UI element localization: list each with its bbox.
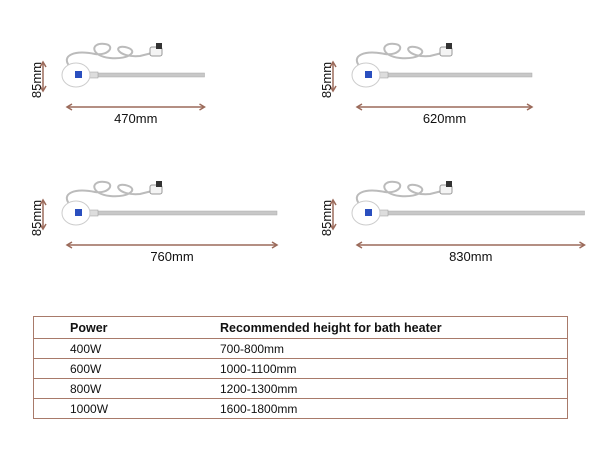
height-arrow-heads bbox=[329, 198, 337, 231]
height-arrow-heads bbox=[39, 198, 47, 231]
power-cell: 1000W bbox=[33, 398, 220, 419]
length-label: 760mm bbox=[150, 249, 193, 264]
height-cell: 1000-1100mm bbox=[220, 358, 568, 379]
display-icon bbox=[75, 209, 82, 216]
heating-rod bbox=[89, 210, 278, 216]
display-icon bbox=[75, 71, 82, 78]
header-height: Recommended height for bath heater bbox=[220, 316, 568, 339]
height-label: 85mm bbox=[29, 62, 44, 98]
height-label: 85mm bbox=[319, 200, 334, 236]
heater-diagram: 85mm 470mm bbox=[29, 42, 206, 126]
power-cell: 800W bbox=[33, 378, 220, 399]
plug-pins-icon bbox=[156, 43, 162, 49]
display-icon bbox=[365, 71, 372, 78]
power-cord bbox=[355, 180, 443, 206]
height-cell: 1600-1800mm bbox=[220, 398, 568, 419]
power-cell: 400W bbox=[33, 338, 220, 359]
height-arrow-heads bbox=[329, 60, 337, 93]
height-cell: 1200-1300mm bbox=[220, 378, 568, 399]
heater-diagram: 85mm 620mm bbox=[319, 42, 534, 126]
plug-pins-icon bbox=[446, 43, 452, 49]
power-height-table: Power Recommended height for bath heater… bbox=[33, 316, 568, 419]
display-icon bbox=[365, 209, 372, 216]
plug-pins-icon bbox=[156, 181, 162, 187]
power-cell: 600W bbox=[33, 358, 220, 379]
heater-diagram: 85mm 830mm bbox=[319, 180, 586, 264]
height-label: 85mm bbox=[319, 62, 334, 98]
length-arrow-heads bbox=[355, 103, 534, 111]
header-power: Power bbox=[33, 316, 220, 339]
heating-rod bbox=[89, 72, 205, 78]
heater-diagrams: 85mm 470mm 85mm 620mm 85mm 760mm 85mm 830mm bbox=[29, 42, 586, 264]
table-header-row: Power Recommended height for bath heater bbox=[33, 316, 568, 339]
length-label: 620mm bbox=[423, 111, 466, 126]
heating-rod bbox=[379, 210, 585, 216]
plug-pins-icon bbox=[446, 181, 452, 187]
power-cord bbox=[65, 42, 153, 68]
height-arrow-heads bbox=[39, 60, 47, 93]
length-arrow-heads bbox=[355, 241, 586, 249]
length-label: 470mm bbox=[114, 111, 157, 126]
height-cell: 700-800mm bbox=[220, 338, 568, 359]
length-label: 830mm bbox=[449, 249, 492, 264]
power-cord bbox=[355, 42, 443, 68]
power-cord bbox=[65, 180, 153, 206]
length-arrow-heads bbox=[65, 103, 206, 111]
height-label: 85mm bbox=[29, 200, 44, 236]
length-arrow-heads bbox=[65, 241, 279, 249]
heating-rod bbox=[379, 72, 533, 78]
heater-diagram: 85mm 760mm bbox=[29, 180, 279, 264]
